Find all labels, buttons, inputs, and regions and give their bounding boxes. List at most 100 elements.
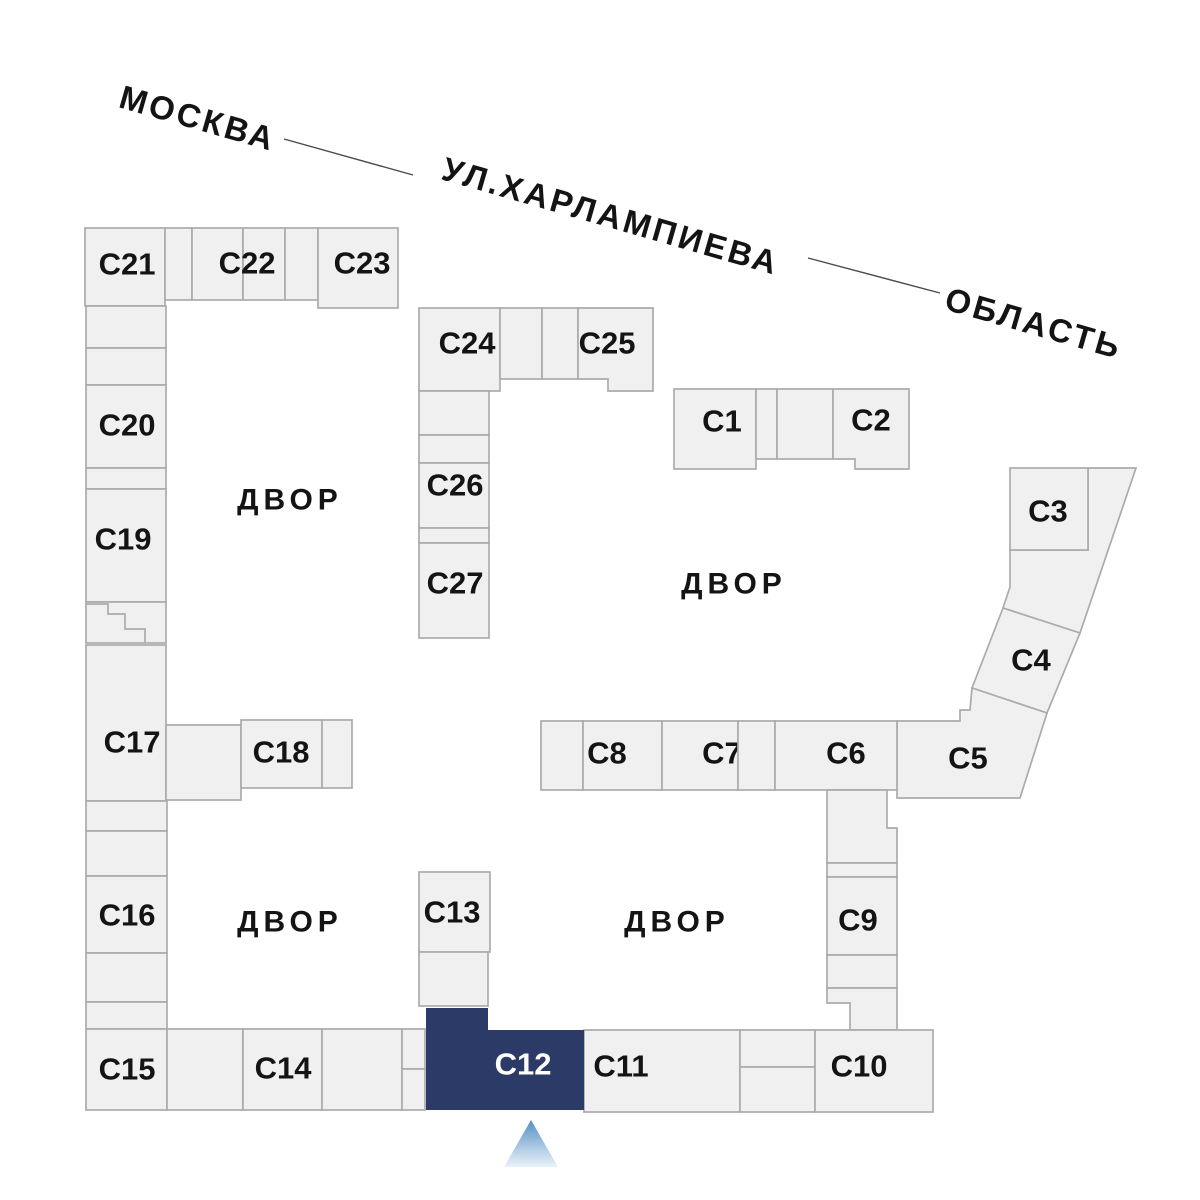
building-section[interactable]	[737, 720, 776, 791]
building-c3[interactable]: С3	[1009, 467, 1089, 551]
building-c21-label: С21	[99, 247, 156, 282]
building-c4[interactable]: С4	[970, 606, 1082, 715]
building-c11-label: С11	[593, 1049, 648, 1084]
building-section[interactable]	[826, 987, 898, 1031]
building-section[interactable]	[85, 800, 168, 832]
building-section[interactable]	[826, 862, 898, 878]
building-c26[interactable]: С26	[418, 462, 490, 529]
building-c19-label: С19	[95, 522, 152, 557]
building-section[interactable]	[826, 954, 898, 989]
building-c2[interactable]: С2	[832, 388, 910, 470]
building-c19-cell[interactable]	[85, 488, 167, 603]
building-section[interactable]	[85, 1001, 168, 1030]
building-section[interactable]	[418, 434, 490, 464]
building-c18[interactable]: С18	[240, 719, 353, 789]
building-c18-cell[interactable]	[321, 719, 353, 789]
building-c16[interactable]: С16	[85, 875, 168, 954]
building-c20[interactable]: С20	[85, 384, 167, 469]
building-c3-cell[interactable]	[1009, 467, 1089, 551]
building-c17[interactable]: С17	[85, 644, 242, 802]
building-c11[interactable]: С11	[583, 1029, 741, 1113]
building-section[interactable]	[85, 830, 168, 877]
building-c20-label: С20	[99, 408, 156, 443]
building-section[interactable]	[418, 390, 490, 436]
building-section[interactable]	[739, 1029, 816, 1068]
building-c18-label: С18	[253, 735, 310, 770]
building-section[interactable]	[826, 789, 898, 864]
building-c23[interactable]: С23	[317, 227, 399, 309]
building-c27-label: С27	[427, 566, 484, 601]
building-section[interactable]	[401, 1028, 426, 1070]
building-c13[interactable]: С13	[418, 871, 491, 953]
building-section[interactable]	[541, 307, 579, 380]
building-c25-label: С25	[579, 326, 636, 361]
building-c22-label: С22	[219, 246, 276, 281]
building-section[interactable]	[85, 467, 167, 490]
building-c12-cell[interactable]	[426, 1008, 584, 1110]
courtyard-label-north-west: ДВОР	[237, 484, 343, 517]
building-c17-cell[interactable]	[85, 644, 167, 802]
building-c9[interactable]: С9	[826, 876, 898, 956]
building-c10[interactable]: С10	[814, 1029, 934, 1113]
street-label-kharlampieva: УЛ.ХАРЛАМПИЕВА	[438, 150, 784, 282]
building-c8-cell[interactable]	[582, 720, 663, 791]
building-c1[interactable]: С1	[673, 388, 757, 470]
building-c8[interactable]: С8	[582, 720, 663, 791]
building-c3-label: С3	[1028, 494, 1068, 529]
selected-building-marker-icon	[504, 1120, 558, 1167]
building-section[interactable]	[85, 305, 167, 349]
building-c21[interactable]: С21	[84, 227, 166, 307]
building-c22[interactable]: С22	[191, 227, 286, 301]
building-c15-cell[interactable]	[85, 1028, 168, 1111]
building-section[interactable]	[499, 307, 543, 380]
building-c7-cell[interactable]	[661, 720, 739, 791]
building-section[interactable]	[776, 388, 834, 460]
building-section[interactable]	[85, 347, 167, 386]
building-c10-cell[interactable]	[814, 1029, 934, 1113]
building-c25[interactable]: С25	[577, 307, 654, 392]
building-c5-cell[interactable]	[896, 686, 1049, 799]
building-c14[interactable]: С14	[242, 1028, 323, 1111]
building-section[interactable]	[166, 1028, 244, 1111]
building-c13-label: С13	[424, 895, 481, 930]
building-c15-label: С15	[99, 1052, 156, 1087]
building-c11-cell[interactable]	[583, 1029, 741, 1113]
building-c24-label: С24	[439, 326, 497, 361]
building-c24-cell[interactable]	[418, 307, 501, 392]
building-section[interactable]	[85, 952, 168, 1003]
building-section[interactable]	[85, 601, 167, 644]
building-c23-cell[interactable]	[317, 227, 399, 309]
building-section[interactable]	[755, 388, 778, 460]
building-c7[interactable]: С7	[661, 720, 742, 791]
building-c14-cell[interactable]	[242, 1028, 323, 1111]
building-c1-cell[interactable]	[673, 388, 757, 470]
building-c12-selected[interactable]: С12	[426, 1008, 584, 1110]
building-c5[interactable]: С5	[896, 686, 1049, 799]
building-section[interactable]	[164, 227, 193, 301]
building-section[interactable]	[284, 227, 319, 301]
building-c21-cell[interactable]	[84, 227, 166, 307]
building-section[interactable]	[321, 1028, 403, 1111]
building-section[interactable]	[739, 1066, 816, 1113]
building-c2-cell[interactable]	[832, 388, 910, 470]
building-c26-cell[interactable]	[418, 462, 490, 529]
building-section[interactable]	[418, 527, 490, 544]
building-c16-cell[interactable]	[85, 875, 168, 954]
building-section[interactable]	[418, 951, 489, 1007]
building-c17-cell[interactable]	[165, 724, 242, 801]
building-c22-cell[interactable]	[191, 227, 244, 301]
building-c25-cell[interactable]	[577, 307, 654, 392]
building-section[interactable]	[540, 720, 584, 791]
building-c15[interactable]: С15	[85, 1028, 168, 1111]
building-c22-cell[interactable]	[242, 227, 286, 301]
building-c6[interactable]: С6	[774, 720, 898, 791]
building-c19[interactable]: С19	[85, 488, 167, 603]
building-section[interactable]	[401, 1068, 426, 1111]
building-c9-cell[interactable]	[826, 876, 898, 956]
building-c27-cell[interactable]	[418, 542, 490, 639]
building-c13-cell[interactable]	[418, 871, 491, 953]
building-c24[interactable]: С24	[418, 307, 501, 392]
building-c27[interactable]: С27	[418, 542, 490, 639]
building-c6-cell[interactable]	[774, 720, 898, 791]
